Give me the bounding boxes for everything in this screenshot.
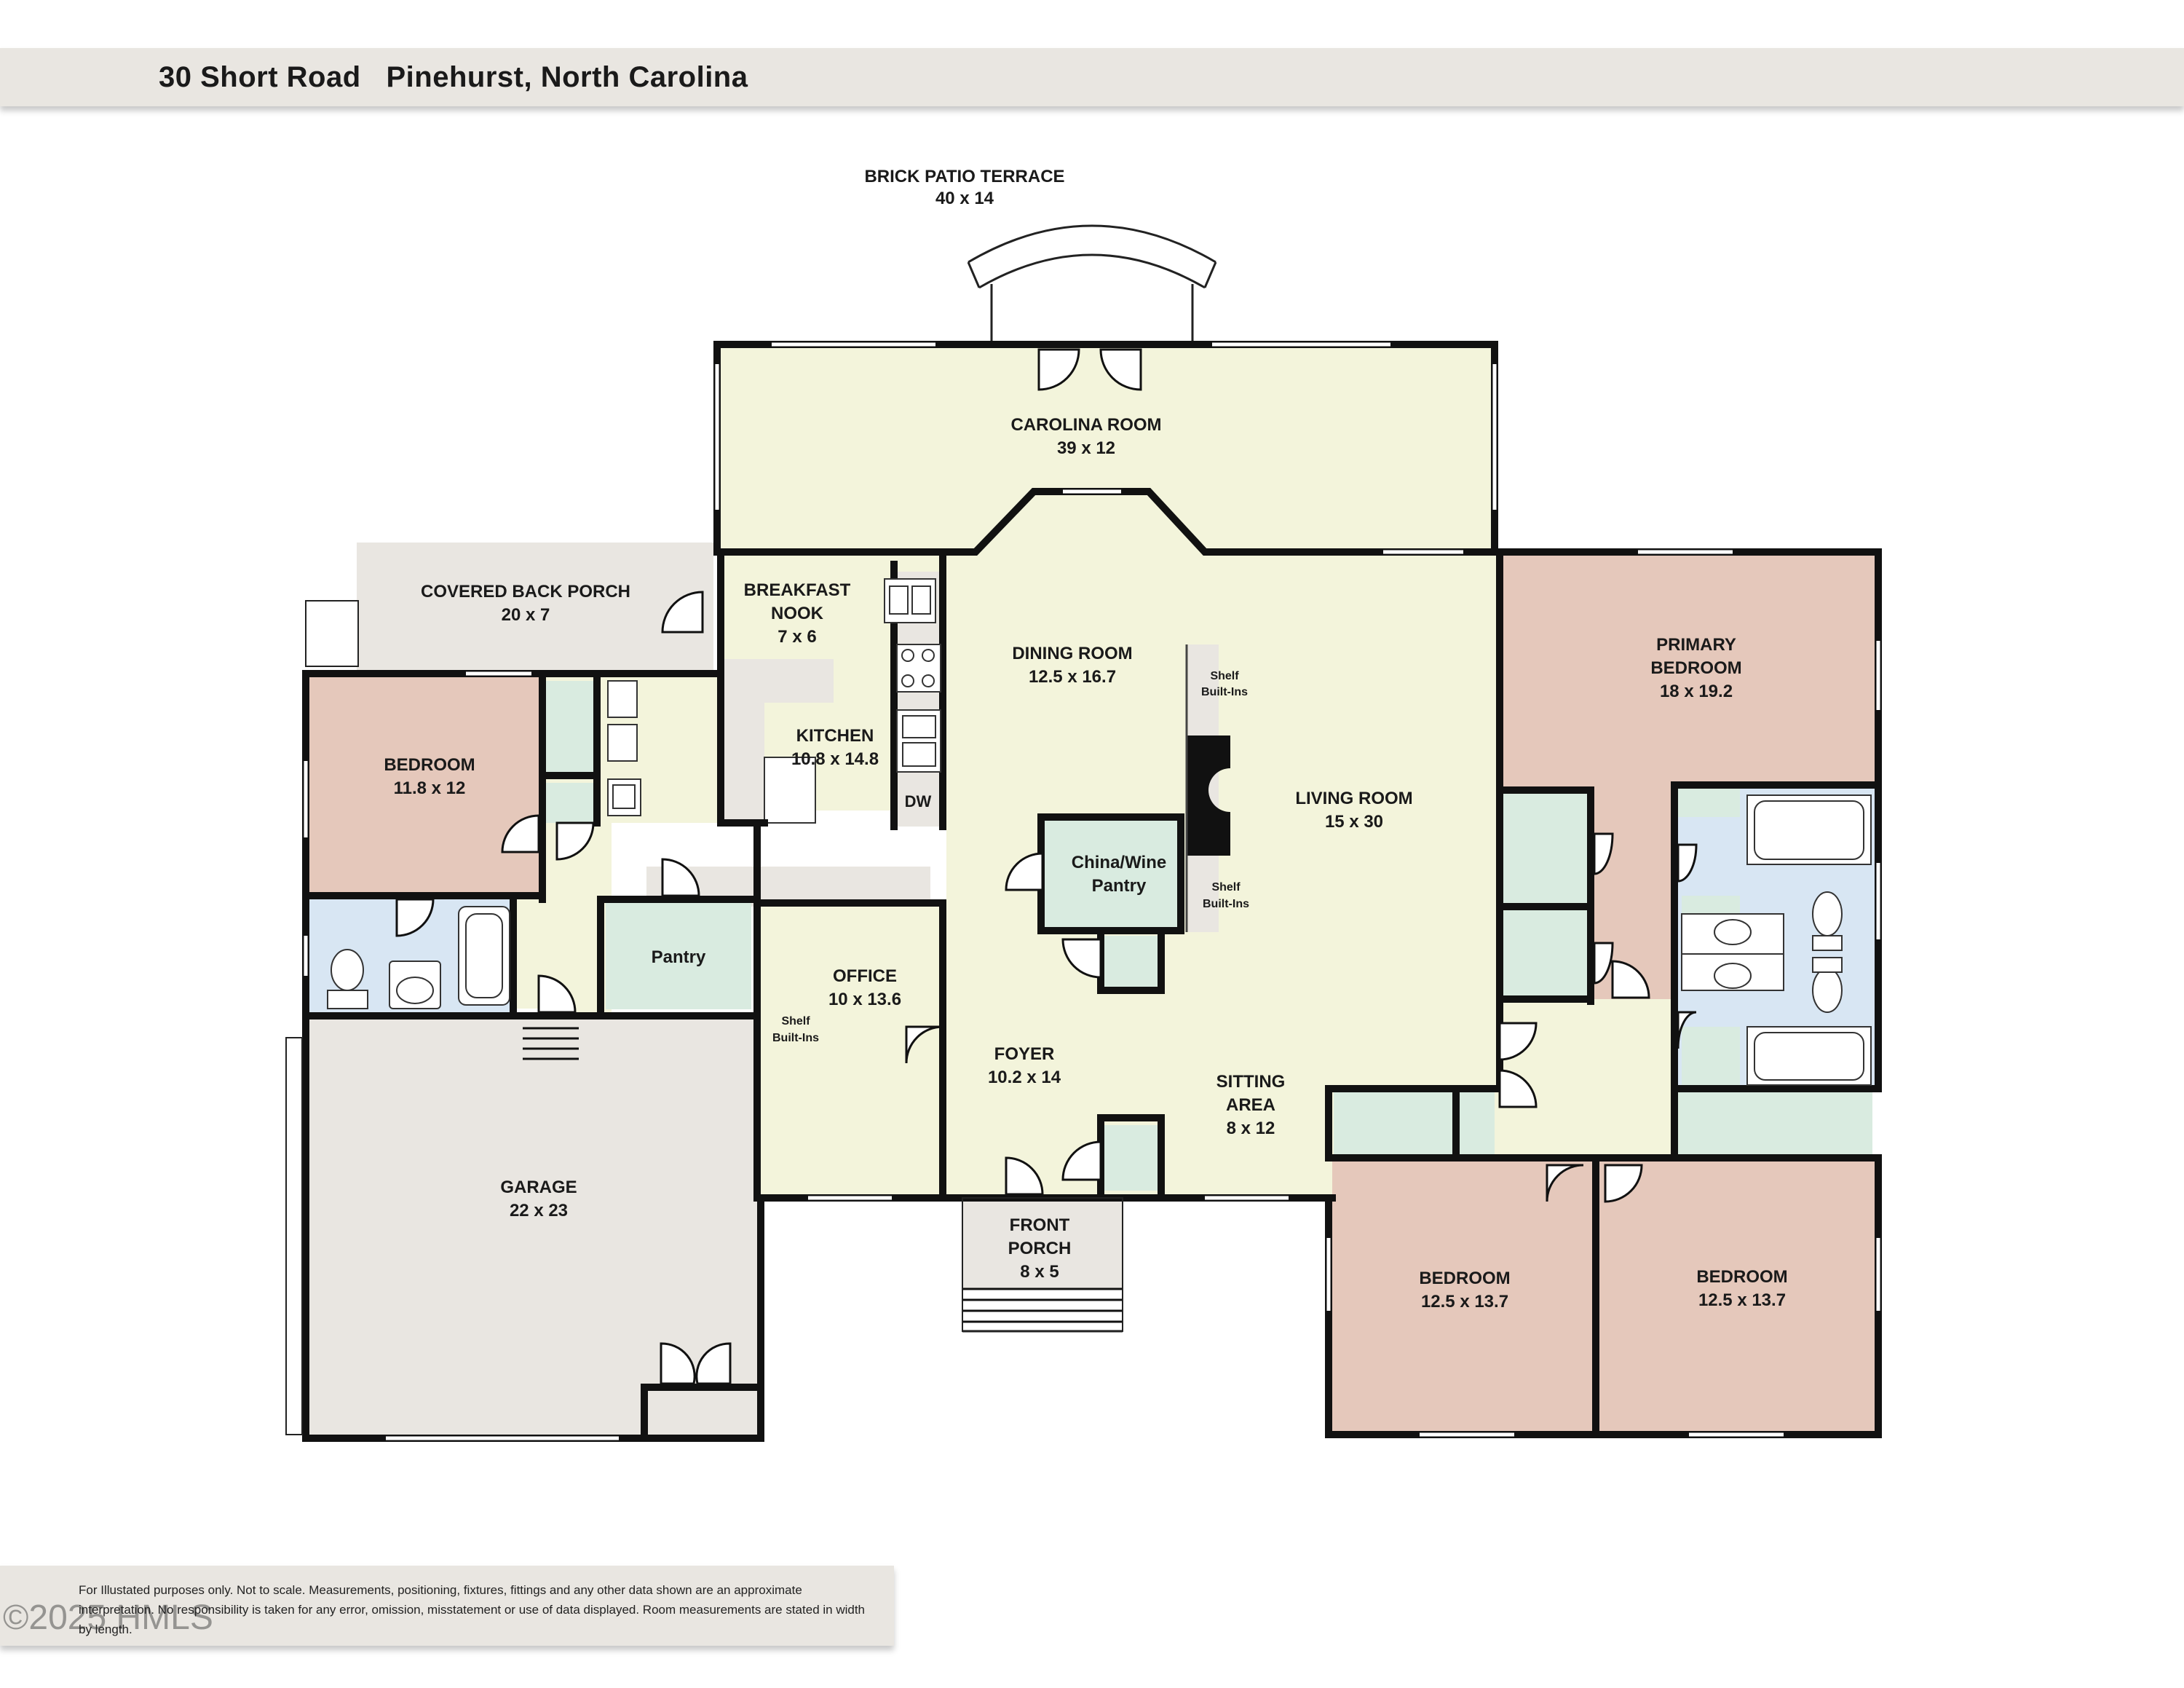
bedroom-west-name: BEDROOM <box>384 755 475 775</box>
room-labels: BRICK PATIO TERRACE 40 x 14 CAROLINA ROO… <box>384 167 1787 1312</box>
front-porch-name1: FRONT <box>1010 1215 1070 1235</box>
garage-dims: 22 x 23 <box>510 1201 568 1220</box>
back-porch-name: COVERED BACK PORCH <box>421 582 630 602</box>
floor-fills <box>305 348 1876 1435</box>
sitting-name1: SITTING <box>1216 1072 1286 1092</box>
bedroom-west-dims: 11.8 x 12 <box>394 778 466 798</box>
address-banner: 30 Short Road Pinehurst, North Carolina <box>0 48 2184 106</box>
disclaimer-panel: ©2025 HMLS For Illustated purposes only.… <box>0 1566 894 1646</box>
living-dims: 15 x 30 <box>1325 812 1383 832</box>
doors <box>395 348 1698 1385</box>
sitting-dims: 8 x 12 <box>1227 1119 1275 1138</box>
sitting-name2: AREA <box>1226 1095 1275 1115</box>
china-name1: China/Wine <box>1072 853 1166 872</box>
nook-name2: NOOK <box>771 604 824 623</box>
back-porch-dims: 20 x 7 <box>502 605 550 625</box>
nook-dims: 7 x 6 <box>778 627 816 647</box>
fireplace-icon <box>1187 735 1230 856</box>
foyer-dims: 10.2 x 14 <box>988 1068 1061 1087</box>
bedroom-south2-dims: 12.5 x 13.7 <box>1698 1290 1786 1310</box>
dishwasher-label: DW <box>905 792 932 811</box>
living-name: LIVING ROOM <box>1295 789 1412 808</box>
bedroom-south2-floor <box>1598 1162 1875 1431</box>
bedroom-west-floor <box>309 677 539 896</box>
dining-dims: 12.5 x 16.7 <box>1029 667 1116 687</box>
primary-name2: BEDROOM <box>1650 658 1741 678</box>
shelf-label-2: Shelf <box>1211 881 1241 894</box>
back-porch-floor <box>357 543 713 670</box>
fixtures <box>327 578 1872 1086</box>
carolina-dims: 39 x 12 <box>1057 438 1115 458</box>
office-dims: 10 x 13.6 <box>828 990 901 1009</box>
copyright-watermark: ©2025 HMLS <box>3 1598 213 1637</box>
carolina-name: CAROLINA ROOM <box>1010 415 1161 435</box>
dining-name: DINING ROOM <box>1012 644 1132 663</box>
shelf-label-1: Shelf <box>1210 670 1239 682</box>
bedroom-south1-name: BEDROOM <box>1419 1269 1510 1288</box>
primary-name1: PRIMARY <box>1656 635 1736 655</box>
primary-dims: 18 x 19.2 <box>1660 682 1733 701</box>
patio-dims: 40 x 14 <box>935 189 994 208</box>
front-porch-floor <box>962 1198 1123 1289</box>
bedroom-south2-name: BEDROOM <box>1696 1267 1787 1287</box>
shelf-label-3: Shelf <box>781 1015 810 1028</box>
front-porch-name2: PORCH <box>1008 1239 1072 1258</box>
builtins-label-3: Built-Ins <box>772 1032 819 1044</box>
builtins-label-2: Built-Ins <box>1203 898 1249 910</box>
garage-name: GARAGE <box>500 1178 577 1197</box>
disclaimer-text: For Illustated purposes only. Not to sca… <box>79 1583 866 1636</box>
kitchen-name: KITCHEN <box>796 726 874 746</box>
windows <box>304 342 1880 1440</box>
foyer-name: FOYER <box>994 1044 1055 1064</box>
front-porch-dims: 8 x 5 <box>1020 1262 1059 1282</box>
carolina-room-floor <box>721 348 1491 552</box>
address-title: 30 Short Road Pinehurst, North Carolina <box>159 61 748 93</box>
nook-name1: BREAKFAST <box>744 580 851 600</box>
china-name2: Pantry <box>1092 876 1147 896</box>
builtins-label-1: Built-Ins <box>1201 686 1248 698</box>
patio-name: BRICK PATIO TERRACE <box>864 167 1064 186</box>
pantry-name: Pantry <box>652 947 706 967</box>
bedroom-south1-dims: 12.5 x 13.7 <box>1421 1292 1508 1312</box>
kitchen-dims: 10.8 x 14.8 <box>791 749 879 769</box>
patio-arc <box>967 224 1217 346</box>
bedroom-south1-floor <box>1332 1162 1594 1431</box>
china-pantry-floor <box>1042 819 1177 928</box>
pantry-floor <box>606 902 751 1009</box>
office-name: OFFICE <box>833 966 897 986</box>
